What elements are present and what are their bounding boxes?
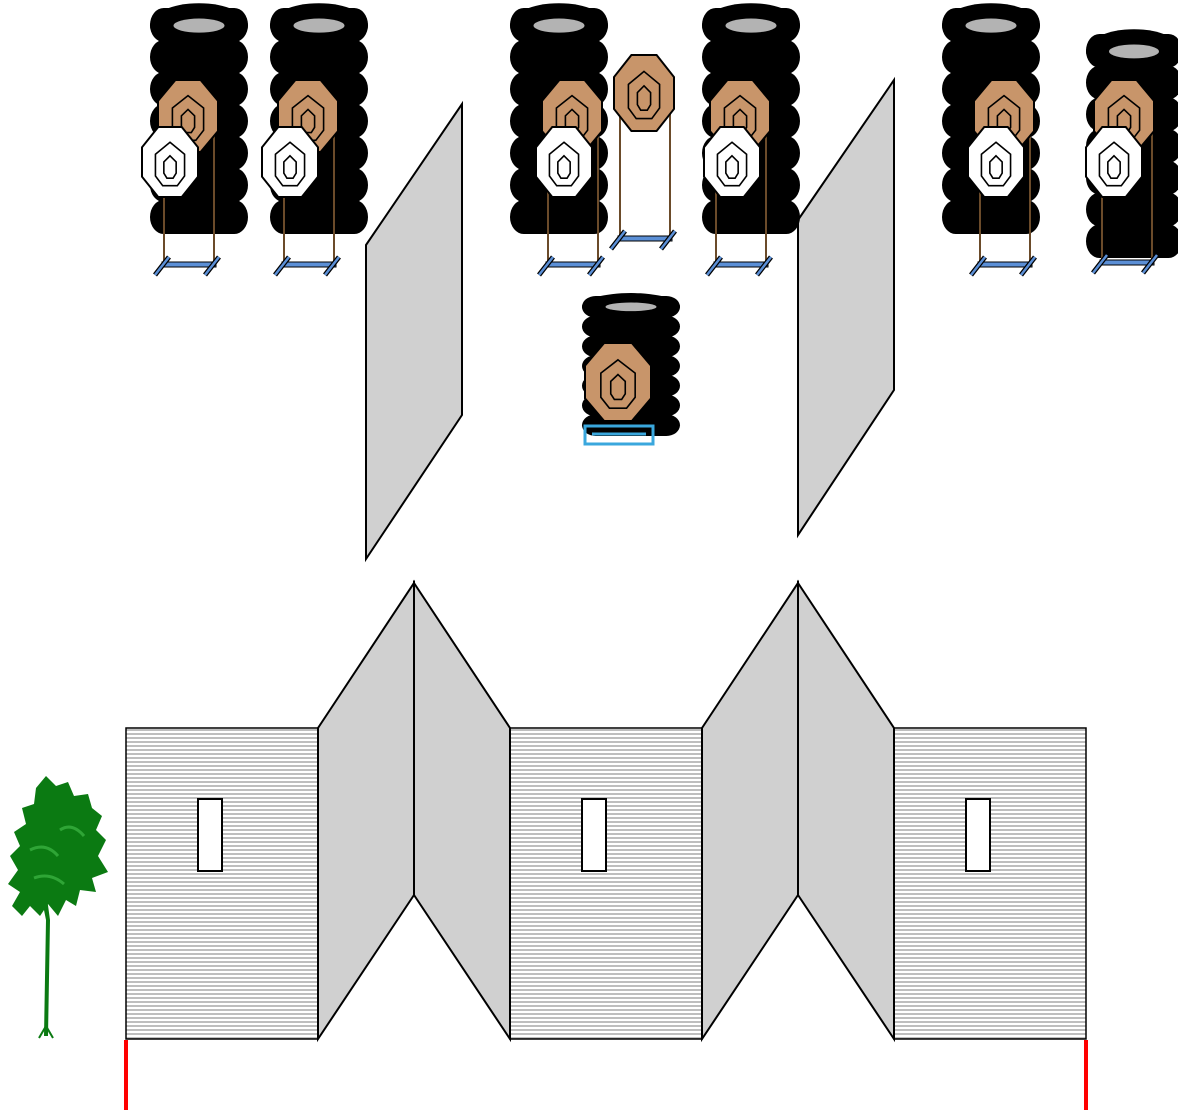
- targets-layer: [142, 3, 1178, 444]
- window-port: [198, 799, 222, 871]
- no-shoot-target: [704, 127, 760, 197]
- window-port: [966, 799, 990, 871]
- wall-assembly: [126, 583, 1086, 1039]
- barrier-panel: [798, 583, 894, 1039]
- tree-icon: [8, 776, 108, 1038]
- hatched-wall: [126, 728, 318, 1039]
- angled-panel: [798, 80, 894, 535]
- window-port: [582, 799, 606, 871]
- steel-target: [585, 343, 651, 421]
- no-shoot-target: [536, 127, 592, 197]
- no-shoot-target: [968, 127, 1024, 197]
- no-shoot-target: [1086, 127, 1142, 197]
- no-shoot-target: [262, 127, 318, 197]
- barrier-panel: [702, 583, 798, 1039]
- angled-panel: [366, 104, 462, 559]
- hatched-wall: [510, 728, 702, 1039]
- hatched-wall: [894, 728, 1086, 1039]
- barrier-panel: [318, 583, 414, 1039]
- steel-target: [614, 55, 674, 131]
- no-shoot-target: [142, 127, 198, 197]
- barrier-panel: [414, 583, 510, 1039]
